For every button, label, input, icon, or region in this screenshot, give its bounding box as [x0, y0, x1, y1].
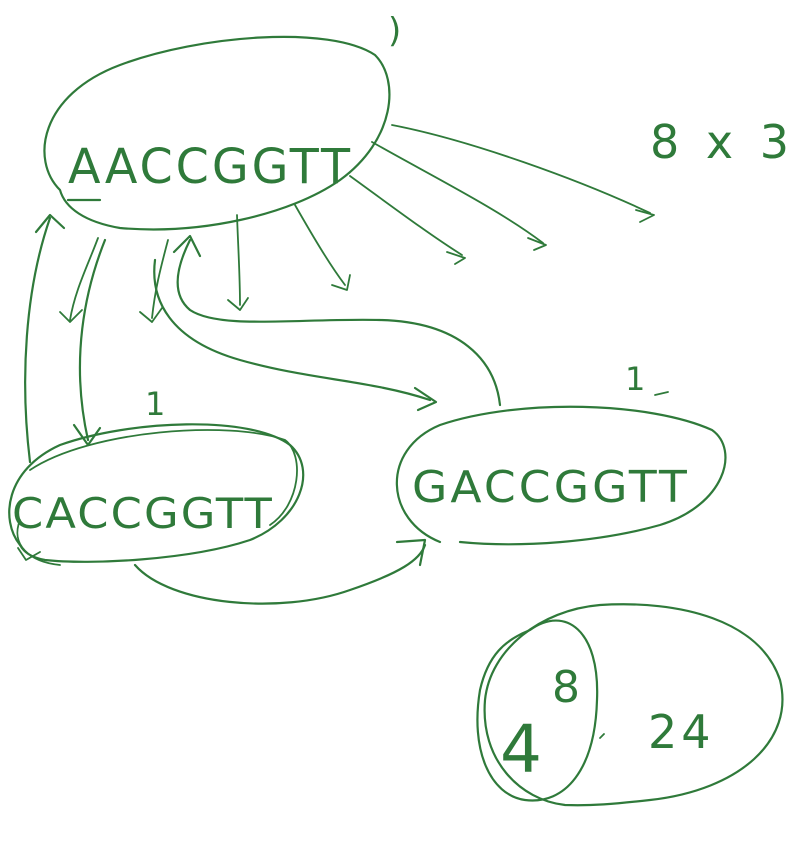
right-to-root-arrow [176, 238, 502, 407]
count-bubble: 4 8 24 [476, 603, 784, 807]
left-node-mark: 1 [145, 385, 165, 423]
root-node-label: AACCGGTT [68, 139, 353, 195]
multiplier-annotation: 8 x 3 [650, 115, 795, 169]
root-mutation-arrows [59, 124, 655, 323]
count-base: 4 [500, 711, 542, 788]
mutation-arrow [391, 124, 651, 214]
count-inner-ellipse [476, 619, 599, 802]
count-outer-ellipse [483, 603, 784, 807]
root-to-left-arrow [78, 238, 107, 442]
root-right-connections [153, 234, 502, 412]
mutation-arrow [236, 214, 241, 306]
mutation-arrow [349, 175, 463, 256]
right-node-label: GACCGGTT [412, 462, 690, 513]
left-right-connection [133, 538, 427, 605]
mutation-arrow [294, 204, 346, 286]
root-node: AACCGGTT ) [43, 11, 401, 231]
mutation-arrow [151, 239, 169, 319]
right-node: GACCGGTT 1 [395, 360, 727, 546]
root-to-right-arrow [153, 258, 432, 402]
right-node-ellipse [395, 405, 727, 546]
left-self-loop-arrow [16, 519, 61, 566]
left-node: CACCGGTT 1 [8, 385, 305, 566]
count-exponent: 8 [552, 662, 580, 713]
mutation-arrow [371, 141, 544, 244]
left-node-label: CACCGGTT [12, 489, 274, 538]
left-node-ellipse-outline [29, 429, 298, 526]
mutation-arrow [69, 237, 99, 321]
root-node-mark: ) [388, 11, 401, 51]
left-to-right-arrow [133, 543, 427, 605]
left-to-root-arrow [24, 216, 52, 464]
left-node-ellipse [8, 423, 305, 563]
count-total: 24 [648, 705, 715, 759]
root-node-ellipse [43, 35, 391, 231]
right-node-mark: 1 [625, 360, 645, 398]
